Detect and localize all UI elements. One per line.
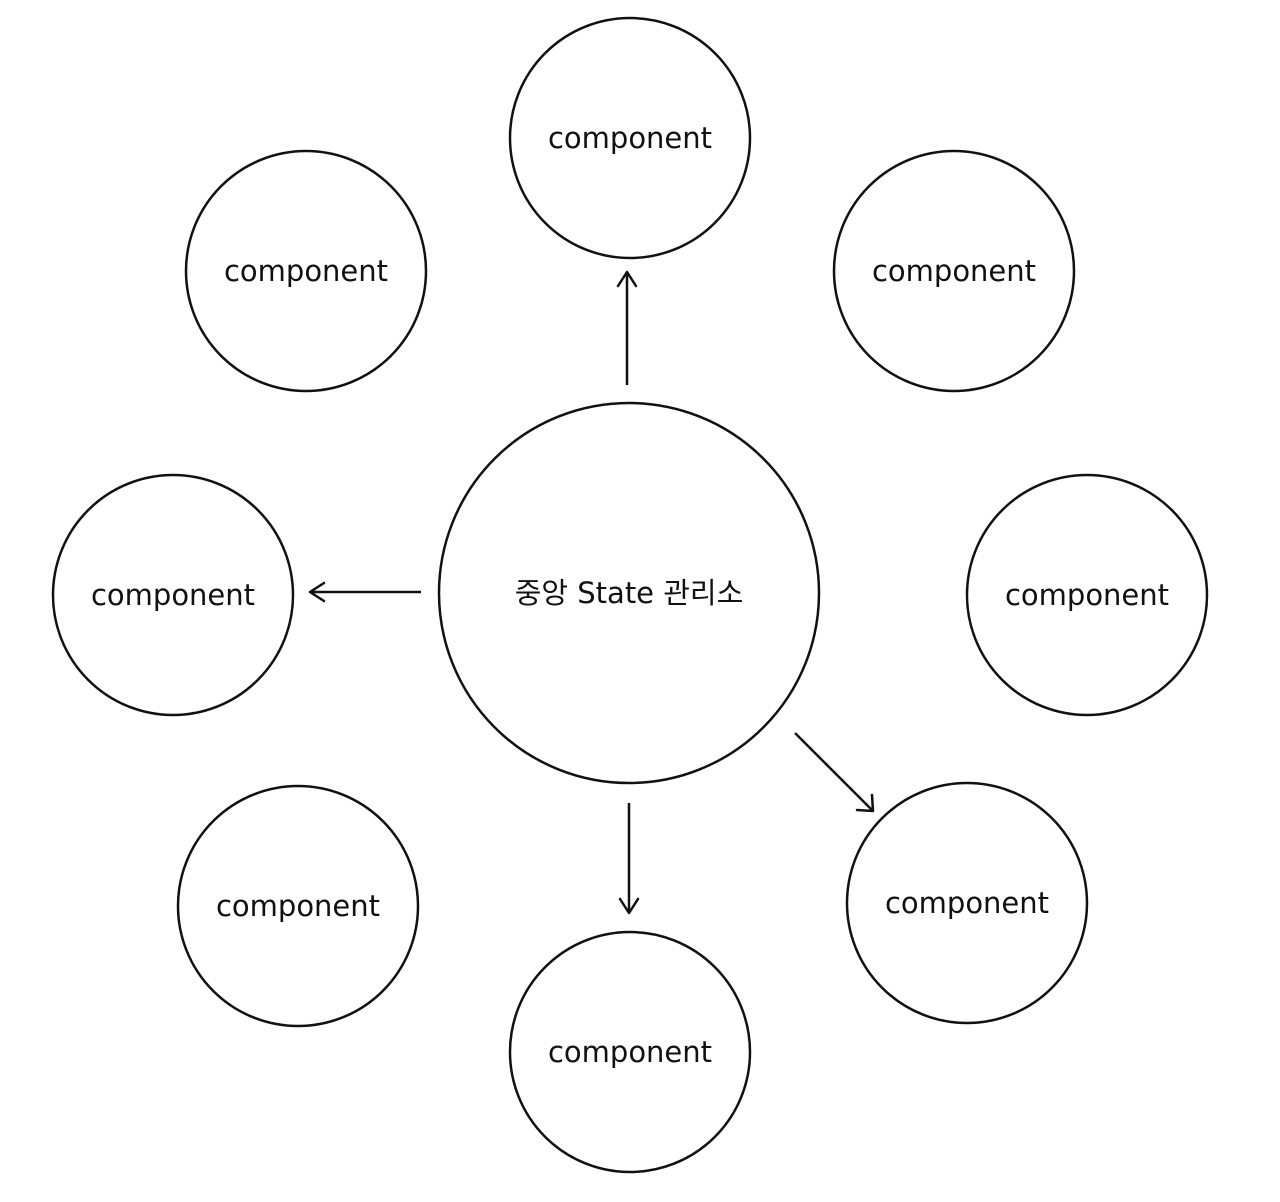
component-node-right: component: [965, 473, 1209, 717]
arrow-center-to-top: [616, 270, 638, 385]
arrow-center-to-bottom: [618, 803, 640, 915]
component-node-label: component: [224, 254, 388, 288]
center-node: 중앙 State 관리소: [437, 401, 821, 785]
component-node-bottom: component: [508, 930, 752, 1174]
component-node-label: component: [91, 578, 255, 612]
component-node-label: component: [216, 889, 380, 923]
component-node-label: component: [1005, 578, 1169, 612]
component-node-label: component: [548, 121, 712, 155]
arrow-center-to-bottom-right: [794, 732, 875, 813]
component-node-top-right: component: [832, 149, 1076, 393]
component-node-left: component: [51, 473, 295, 717]
center-node-label: 중앙 State 관리소: [515, 576, 744, 610]
component-node-bottom-left: component: [176, 784, 420, 1028]
component-node-bottom-right: component: [845, 781, 1089, 1025]
arrow-center-to-left: [308, 581, 421, 603]
component-node-label: component: [872, 254, 1036, 288]
component-node-label: component: [548, 1035, 712, 1069]
component-node-label: component: [885, 886, 1049, 920]
component-node-top: component: [508, 16, 752, 260]
component-node-top-left: component: [184, 149, 428, 393]
